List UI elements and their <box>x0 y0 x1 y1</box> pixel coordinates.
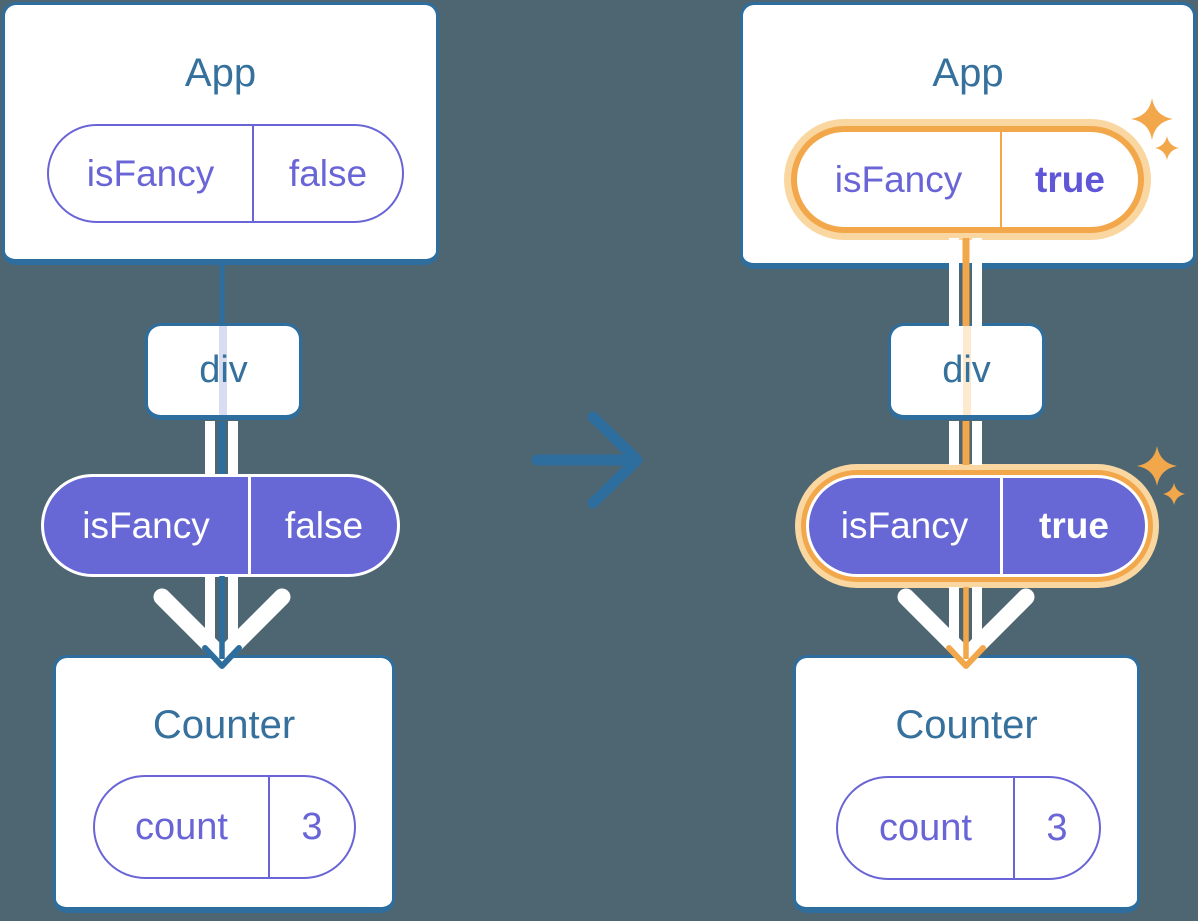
counter-title: Counter <box>895 703 1038 747</box>
div-node-after: div <box>888 323 1045 420</box>
state-key: isFancy <box>49 126 254 221</box>
app-state-pill: isFancy false <box>47 124 404 223</box>
state-key: count <box>838 778 1015 878</box>
counter-card-before: Counter count 3 <box>53 655 395 913</box>
highlight-ring-inner: isFancy true <box>806 475 1148 577</box>
right-arrow-icon <box>531 411 643 509</box>
counter-title: Counter <box>152 703 296 747</box>
state-value: 3 <box>301 805 323 848</box>
app-title: App <box>184 51 257 95</box>
app-title: App <box>932 51 1004 95</box>
highlight-ring: isFancy true <box>801 470 1153 582</box>
app-state-pill-highlighted: isFancy true <box>784 119 1151 240</box>
state-value: 3 <box>1046 806 1068 849</box>
down-arrow-icon <box>153 576 291 669</box>
counter-state-pill: count 3 <box>93 775 356 879</box>
counter-card-after: Counter count 3 <box>793 655 1140 913</box>
state-value: true <box>1035 158 1105 200</box>
prop-key: isFancy <box>809 478 1003 574</box>
app-card-after: App isFancy true <box>740 2 1196 269</box>
app-card-before: App isFancy false <box>2 2 439 265</box>
prop-pill-after: isFancy true <box>809 478 1145 574</box>
div-node-before: div <box>145 323 302 420</box>
app-state-pill: isFancy true <box>797 132 1138 227</box>
counter-state-pill: count 3 <box>836 776 1101 880</box>
prop-value: true <box>1039 505 1109 546</box>
div-label: div <box>199 349 248 391</box>
prop-thread-pale <box>963 326 971 415</box>
prop-key: isFancy <box>44 477 251 574</box>
highlight-ring: isFancy true <box>791 126 1144 233</box>
prop-line-div-to-pill <box>949 421 982 465</box>
div-label: div <box>942 349 991 391</box>
prop-pill-highlighted: isFancy true <box>795 464 1159 588</box>
state-key: count <box>95 777 270 877</box>
state-key: isFancy <box>797 132 1002 227</box>
prop-line-div-to-pill <box>205 421 238 476</box>
prop-thread-pale <box>219 326 227 415</box>
state-value: false <box>288 152 368 194</box>
prop-pill-before: isFancy false <box>41 474 400 577</box>
prop-value: false <box>284 504 364 546</box>
